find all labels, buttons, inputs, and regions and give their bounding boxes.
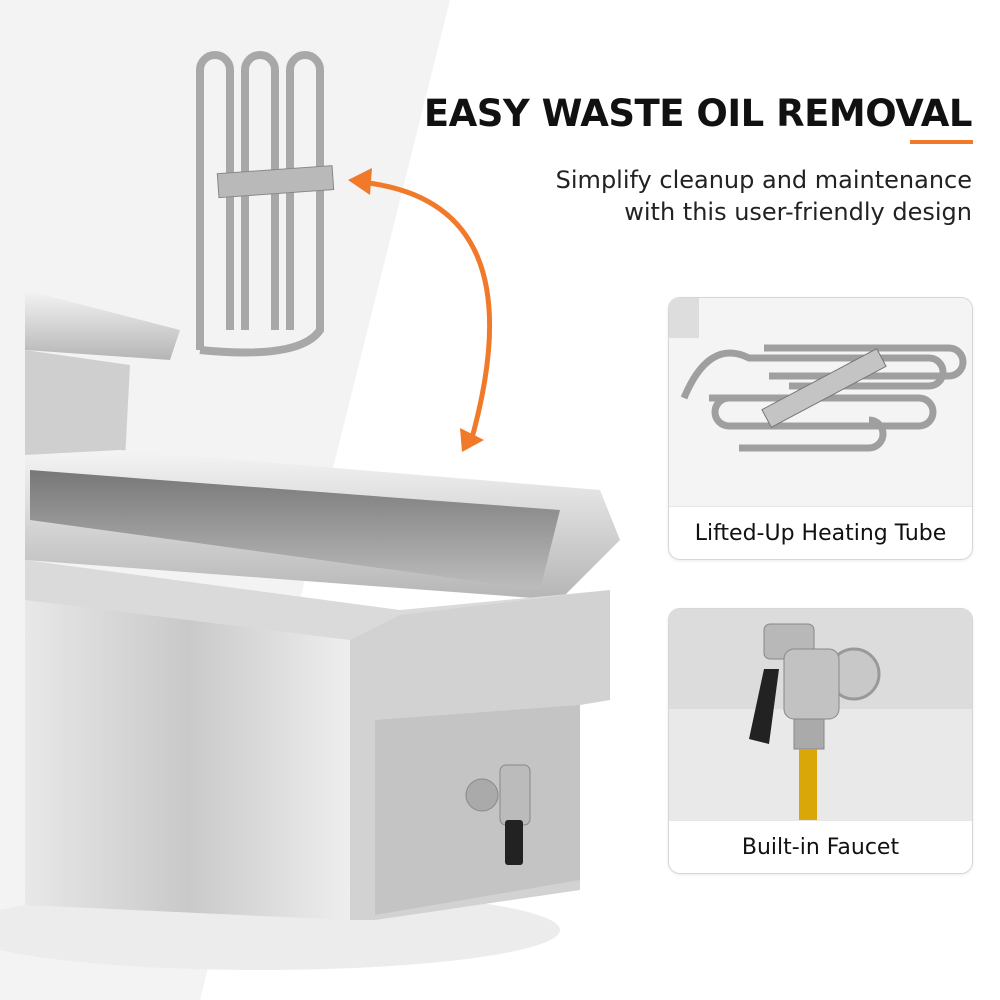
faucet-image xyxy=(669,609,972,821)
subtitle-line-2: with this user-friendly design xyxy=(624,198,972,226)
heating-tube-caption: Lifted-Up Heating Tube xyxy=(669,506,972,559)
faucet-caption: Built-in Faucet xyxy=(669,820,972,873)
subtitle-line-1: Simplify cleanup and maintenance xyxy=(555,166,972,194)
heating-tube-card: Lifted-Up Heating Tube xyxy=(668,297,973,560)
faucet-card: Built-in Faucet xyxy=(668,608,973,874)
headline-underline xyxy=(910,140,973,144)
headline: EASY WASTE OIL REMOVAL xyxy=(423,92,973,135)
heating-tube-image xyxy=(669,298,972,508)
rotation-arrow xyxy=(359,179,492,446)
